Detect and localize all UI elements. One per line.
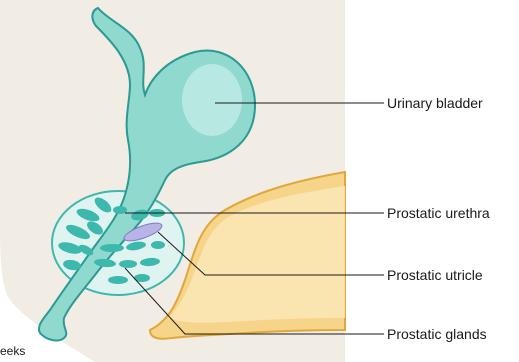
gland-duct (151, 241, 165, 249)
caption-fragment: eeks (0, 344, 25, 358)
bladder-highlight (182, 64, 242, 136)
gland-duct (113, 206, 127, 214)
gland-duct (100, 244, 124, 252)
label-prostatic-urethra: Prostatic urethra (387, 205, 490, 221)
gland-duct (108, 276, 128, 284)
gland-duct (119, 260, 137, 268)
label-urinary-bladder: Urinary bladder (387, 95, 483, 111)
label-prostatic-utricle: Prostatic utricle (387, 267, 483, 283)
label-prostatic-glands: Prostatic glands (387, 326, 487, 342)
